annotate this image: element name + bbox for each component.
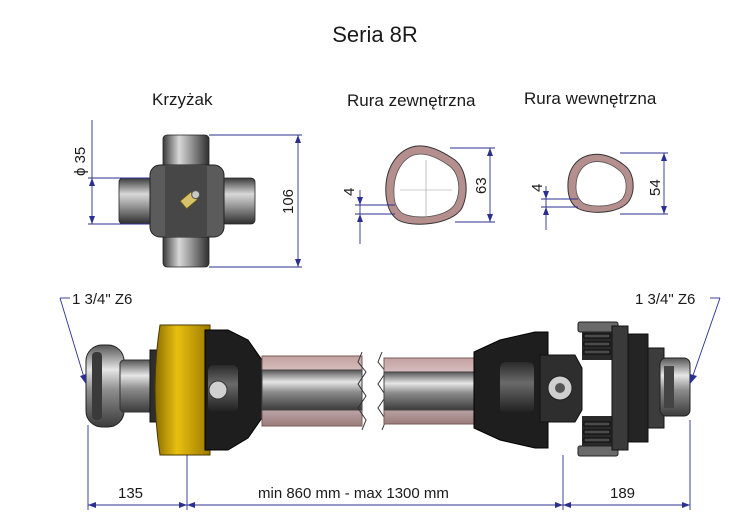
- inner-wall-dimension: 4: [529, 184, 546, 192]
- pto-shaft-assembly: [85, 321, 691, 457]
- left-spline-label: 1 3/4" Z6: [72, 291, 132, 308]
- universal-joint-cross: [118, 134, 256, 268]
- spline-leaders: [59, 297, 721, 385]
- cross-diameter-dimension: ϕ 35: [72, 147, 89, 176]
- outer-tube-profile: [385, 145, 467, 225]
- cross-label: Krzyżak: [152, 90, 213, 109]
- inner-tube-label: Rura wewnętrzna: [524, 89, 657, 108]
- outer-tube-dimensions: [355, 147, 495, 244]
- left-length-dimension: 135: [118, 485, 143, 502]
- page-title: Seria 8R: [332, 22, 418, 47]
- cross-length-dimension: 106: [280, 189, 297, 214]
- right-length-dimension: 189: [610, 485, 635, 502]
- inner-tube-dimensions: [541, 152, 668, 230]
- shaft-length-dimension: min 860 mm - max 1300 mm: [258, 485, 449, 502]
- outer-tube-label: Rura zewnętrzna: [347, 91, 476, 110]
- outer-height-dimension: 63: [473, 177, 490, 194]
- right-spline-label: 1 3/4" Z6: [635, 291, 695, 308]
- outer-wall-dimension: 4: [341, 188, 358, 196]
- cross-dimensions: [88, 120, 302, 268]
- inner-tube-profile: [567, 153, 634, 213]
- inner-height-dimension: 54: [647, 179, 664, 196]
- length-dimensions: [87, 420, 691, 510]
